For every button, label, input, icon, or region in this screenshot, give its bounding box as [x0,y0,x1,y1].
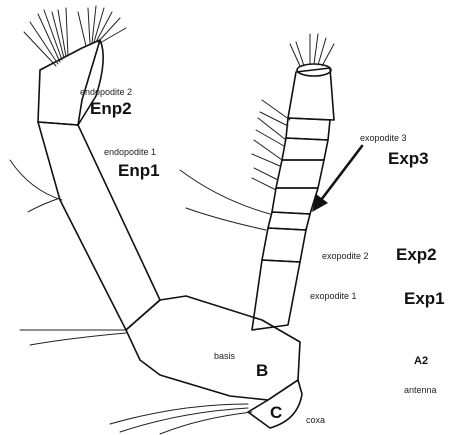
coxa-caption: coxa [306,416,325,425]
basis-segment [126,296,300,400]
basis-label: B [256,362,268,379]
endopodite-2-setae [24,6,126,66]
basis-caption: basis [214,352,235,361]
exopodite-2-segment [262,212,310,262]
exopodite-3-label: Exp3 [388,150,429,167]
coxa-label: C [270,404,282,421]
appendage-code: A2 [414,356,428,367]
coxa-setae [110,404,252,434]
appendage-name: antenna [404,386,437,395]
endopodite-2-caption: endopodite 2 [80,88,132,97]
endopodite-1-setae [10,160,126,345]
exopodite-1-label: Exp1 [404,290,445,307]
exopodite-3-caption: exopodite 3 [360,134,407,143]
exopodite-2-caption: exopodite 2 [322,252,369,261]
exopodite-1-caption: exopodite 1 [310,292,357,301]
exopodite-3-segment [272,64,334,214]
endopodite-1-caption: endopodite 1 [104,148,156,157]
exopodite-2-label: Exp2 [396,246,437,263]
endopodite-1-label: Enp1 [118,162,160,179]
endopodite-2-label: Enp2 [90,100,132,117]
